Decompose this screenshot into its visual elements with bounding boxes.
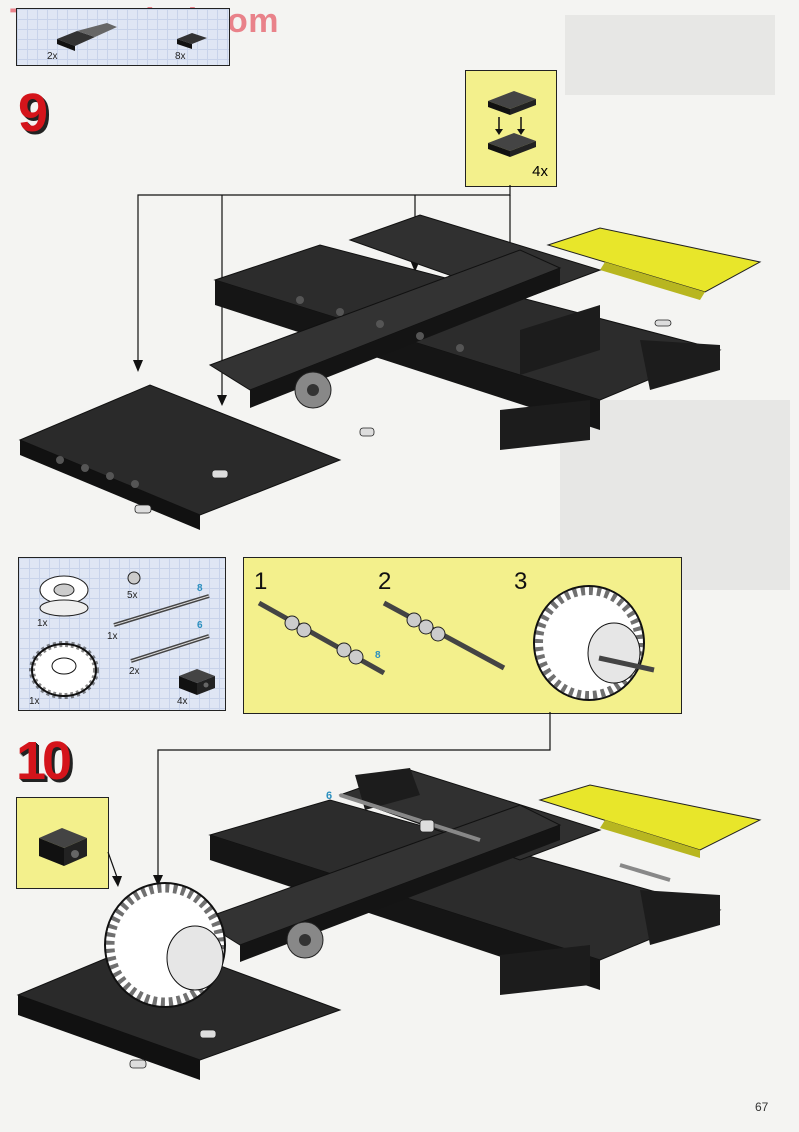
plate-small-icon: [177, 33, 207, 49]
background-ghost-top: [565, 15, 775, 95]
top-part-qty: 8x: [175, 51, 186, 62]
parts-icons: [29, 571, 215, 699]
subassembly-step-1: 1: [254, 568, 268, 595]
step-10-number: 10: [16, 731, 72, 791]
rim-icon: [39, 575, 89, 617]
top-parts-icons: [57, 23, 207, 51]
subassembly-step-3: 3: [514, 568, 528, 595]
step-10-chassis-illustration: [16, 712, 762, 1080]
subassembly-axle-length: 8: [375, 650, 381, 661]
bush-qty: 5x: [127, 590, 138, 601]
axle-8-icon: [113, 594, 210, 627]
axle-6-length: 6: [197, 620, 203, 631]
axle-with-bushes-icon: [257, 600, 386, 676]
step-9-chassis-illustration: [18, 185, 762, 530]
bush-icon: [127, 571, 141, 585]
axle-8-qty: 1x: [107, 631, 118, 642]
brick-icon: [179, 669, 215, 695]
axle-6-icon: [130, 634, 210, 663]
axle-6-qty: 2x: [129, 666, 140, 677]
page-number: 67: [755, 1100, 769, 1114]
wheel-subassembly-box: 1 2 3 8: [243, 557, 682, 714]
rim-qty: 1x: [37, 618, 48, 629]
technic-brick-icon: [39, 828, 87, 866]
step-10-callout: [16, 797, 109, 889]
wheel-icon: [533, 585, 655, 701]
step-10-axle-label: 6: [326, 790, 333, 802]
step-9-callout: 4x: [465, 70, 557, 187]
plate-stack-icon: [488, 91, 536, 157]
subassembly-step-2: 2: [378, 568, 392, 595]
top-part-qty: 2x: [47, 51, 58, 62]
top-parts-box: 2x 8x: [16, 8, 230, 66]
wheel-subassembly-illustration: [257, 585, 655, 701]
step-10-parts-box: 1x 5x 1x 8 2x 6 1x 4x: [18, 557, 226, 711]
tire-qty: 1x: [29, 696, 40, 707]
callout-qty: 4x: [532, 163, 548, 180]
axle-assembled-icon: [382, 600, 506, 671]
brick-qty: 4x: [177, 696, 188, 707]
tire-icon: [29, 641, 99, 699]
plate-icon: [57, 23, 117, 51]
step-9-number: 9: [18, 83, 49, 143]
axle-8-length: 8: [197, 583, 203, 594]
